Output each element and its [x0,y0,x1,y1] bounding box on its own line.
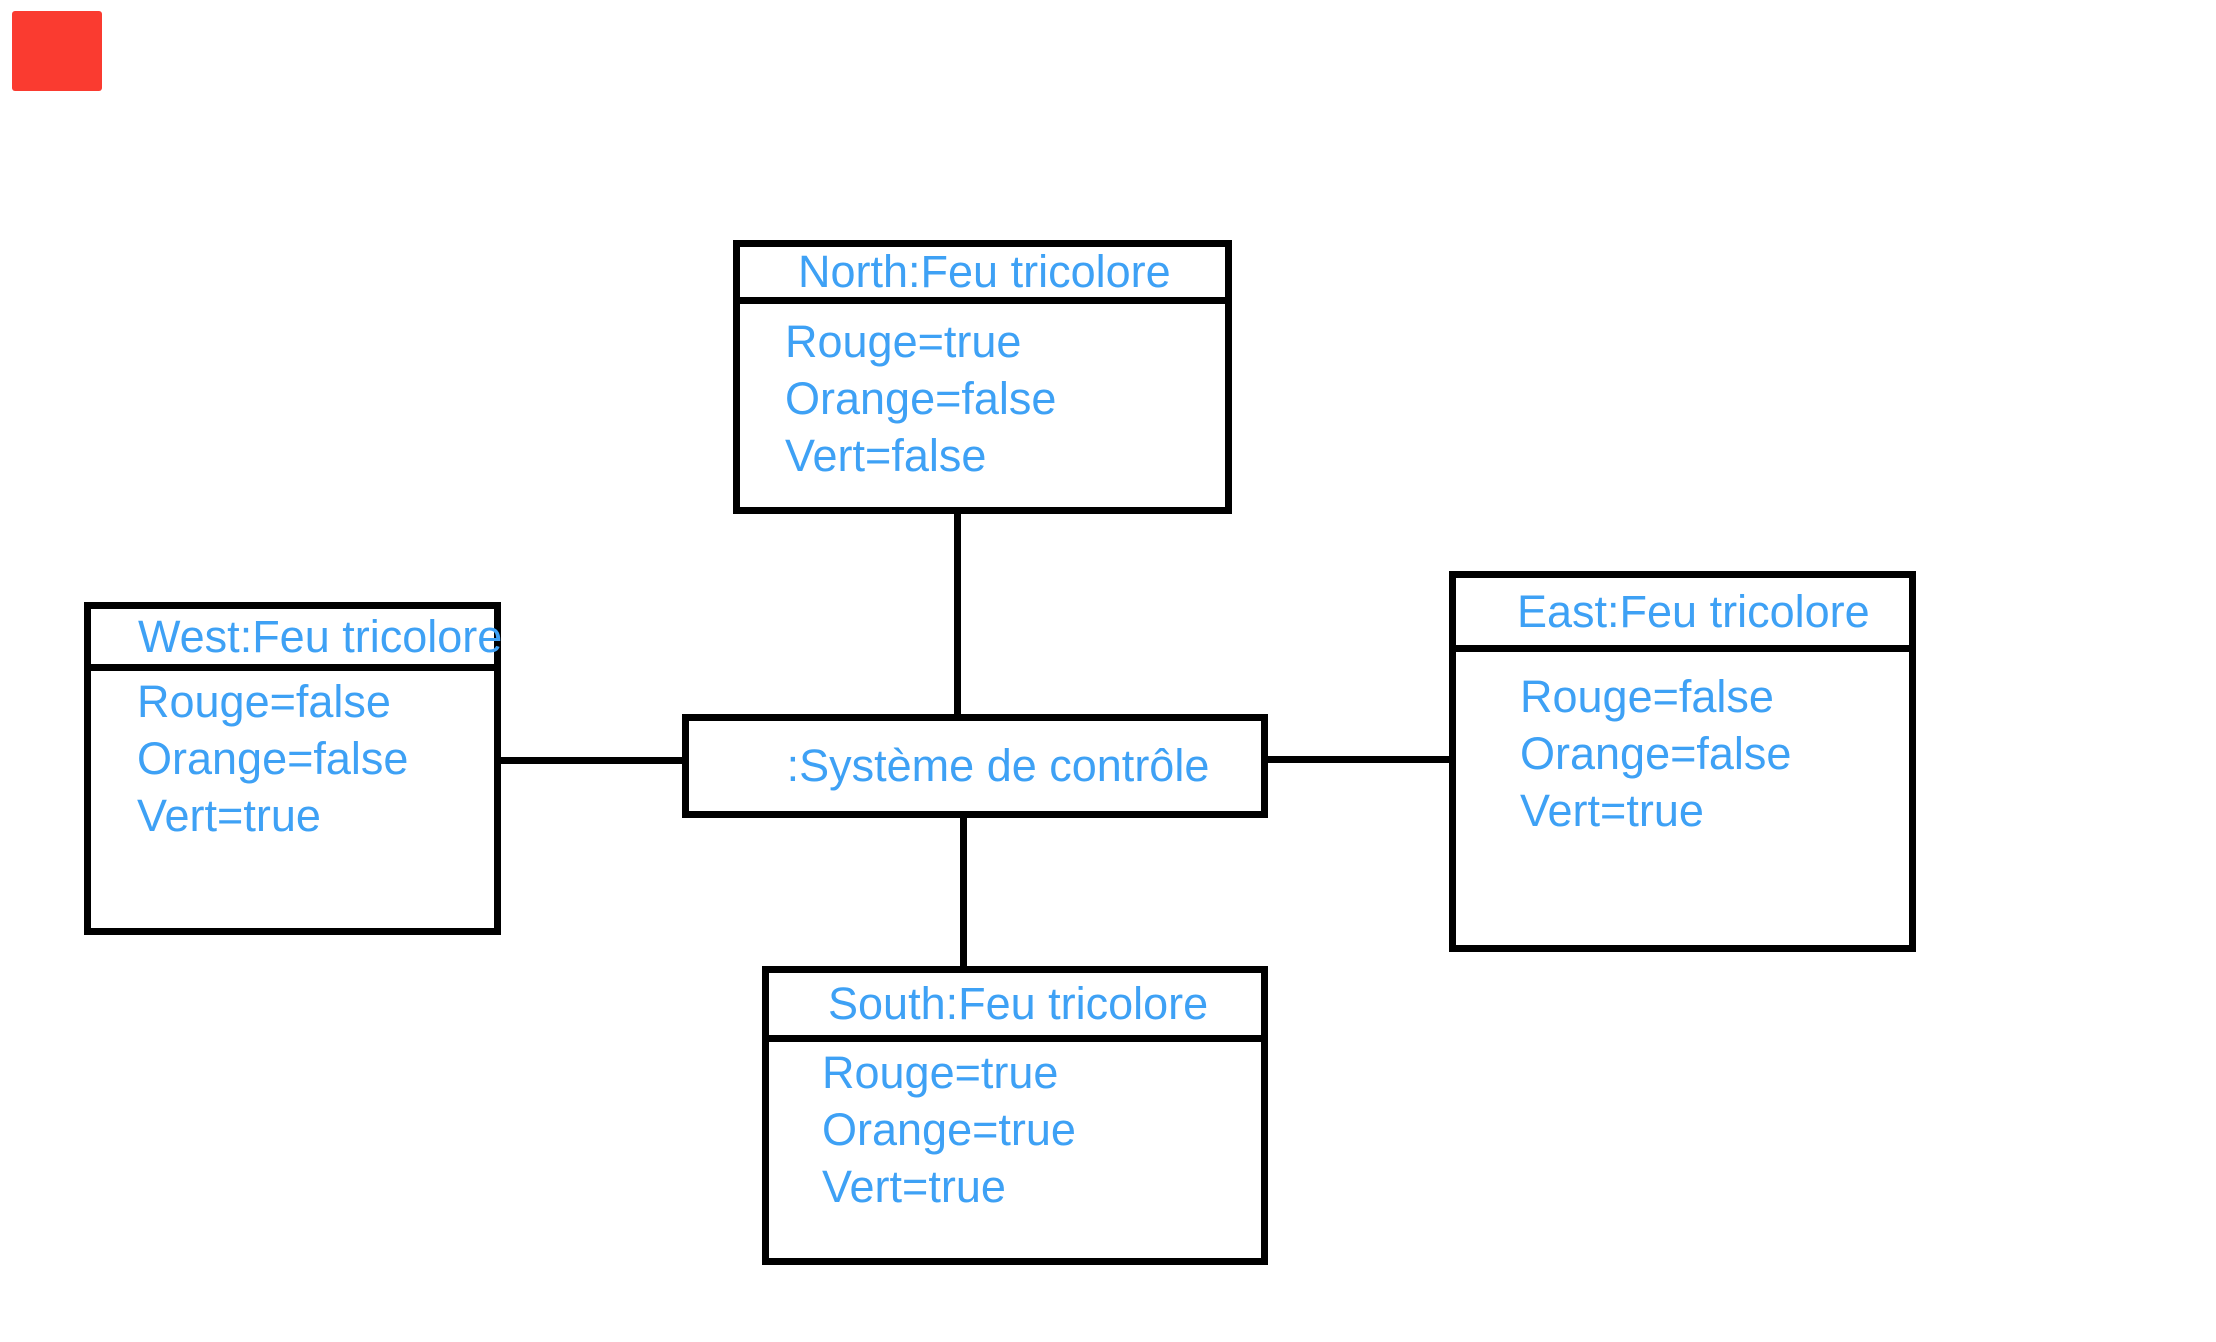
attribute-line: Vert=true [1520,785,1704,836]
object-node-north: North:Feu tricolore Rouge=true Orange=fa… [733,240,1232,514]
connector-west-center [501,757,682,764]
connector-south-center [960,818,967,966]
object-node-south: South:Feu tricolore Rouge=true Orange=tr… [762,966,1268,1265]
connector-east-center [1268,756,1449,763]
control-system-node: :Système de contrôle [682,714,1268,818]
attribute-line: Vert=true [822,1161,1006,1212]
node-title-label: East:Feu tricolore [1517,586,1870,637]
connector-north-center [954,514,961,714]
attribute-line: Vert=false [785,430,987,481]
attribute-line: Orange=true [822,1104,1076,1155]
node-title-south: South:Feu tricolore [769,973,1261,1042]
attribute-line: Rouge=true [822,1047,1059,1098]
attribute-line: Orange=false [785,373,1057,424]
attribute-line: Orange=false [1520,728,1792,779]
attribute-line: Rouge=false [1520,671,1774,722]
node-title-label: West:Feu tricolore [138,611,503,662]
node-title-label: South:Feu tricolore [828,978,1209,1029]
node-title-west: West:Feu tricolore [91,609,502,671]
object-node-west: West:Feu tricolore Rouge=false Orange=fa… [84,602,502,935]
object-node-east: East:Feu tricolore Rouge=false Orange=fa… [1449,571,1916,952]
attribute-line: Vert=true [137,790,321,841]
node-title-label: North:Feu tricolore [798,246,1171,297]
attribute-line: Orange=false [137,733,409,784]
node-title-east: East:Feu tricolore [1456,578,1909,652]
node-attributes-west: Rouge=false Orange=false Vert=true [91,671,494,844]
control-system-label: :Système de contrôle [786,740,1210,791]
node-attributes-south: Rouge=true Orange=true Vert=true [769,1042,1261,1215]
node-attributes-east: Rouge=false Orange=false Vert=true [1456,652,1909,839]
node-title-north: North:Feu tricolore [740,247,1225,304]
attribute-line: Rouge=false [137,676,391,727]
attribute-line: Rouge=true [785,316,1022,367]
record-indicator [12,11,102,91]
node-attributes-north: Rouge=true Orange=false Vert=false [740,304,1225,484]
